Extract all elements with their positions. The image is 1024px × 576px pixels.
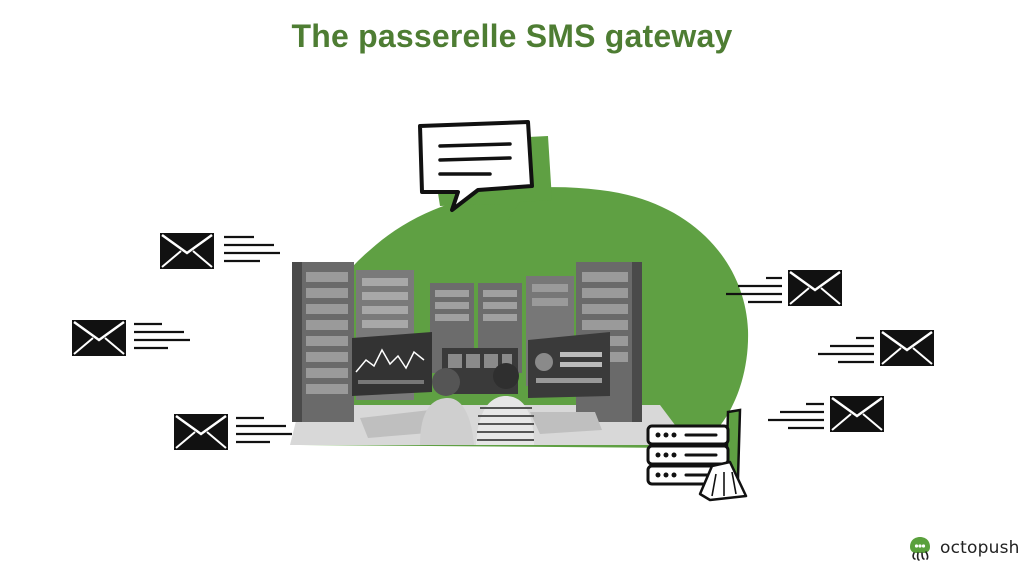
brand-name: octopush (940, 538, 1020, 558)
incoming-envelopes (72, 233, 292, 450)
envelope-icon (174, 414, 292, 450)
server-broom-icon (646, 408, 748, 502)
envelope-icon (72, 320, 190, 356)
chat-bubble-icon (418, 120, 552, 220)
envelope-icon (160, 233, 280, 269)
envelope-icon (818, 330, 934, 366)
outgoing-envelopes (726, 270, 934, 432)
octopus-icon (910, 537, 930, 561)
envelope-icon (768, 396, 884, 432)
page-title: The passerelle SMS gateway (291, 18, 733, 54)
envelope-icon (726, 270, 842, 306)
server-room-illustration (290, 262, 690, 445)
brand-logo: octopush (906, 534, 1020, 562)
